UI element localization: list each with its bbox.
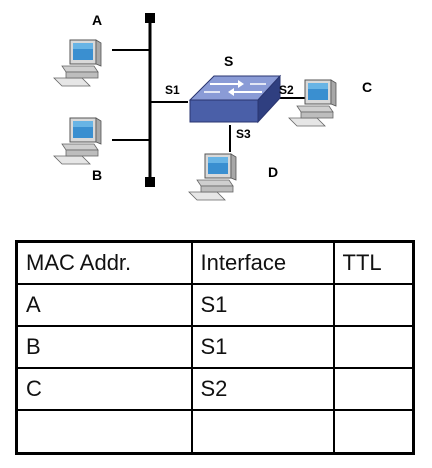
cell-mac [15, 409, 193, 455]
cell-ttl [332, 367, 415, 411]
cell-ttl [332, 409, 415, 455]
table-row [15, 409, 415, 455]
cell-mac: B [15, 325, 193, 369]
cell-mac: A [15, 283, 193, 327]
computer-c-icon [288, 79, 337, 127]
switch-label: S [224, 53, 233, 69]
header-mac-addr: MAC Addr. [15, 240, 193, 285]
port-label-s3: S3 [236, 127, 251, 141]
mac-address-table: MAC Addr. Interface TTL A S1 B S1 C S2 [15, 240, 415, 455]
cell-interface: S1 [190, 325, 335, 369]
header-ttl: TTL [332, 240, 415, 285]
header-interface: Interface [190, 240, 335, 285]
table-row: A S1 [15, 283, 415, 327]
switch-icon [188, 74, 282, 124]
cell-interface [190, 409, 335, 455]
host-label-a: A [92, 12, 102, 28]
table-row: B S1 [15, 325, 415, 369]
cell-ttl [332, 283, 415, 327]
computer-a-icon [53, 39, 102, 87]
host-label-c: C [362, 79, 372, 95]
computer-b-icon [53, 117, 102, 165]
bus-terminator-bottom [145, 177, 155, 187]
table-row: C S2 [15, 367, 415, 411]
host-label-d: D [268, 164, 278, 180]
port-label-s1: S1 [165, 83, 180, 97]
cell-mac: C [15, 367, 193, 411]
computer-d-icon [188, 153, 237, 201]
cell-ttl [332, 325, 415, 369]
table-header-row: MAC Addr. Interface TTL [15, 240, 415, 285]
bus-terminator-top [145, 13, 155, 23]
cell-interface: S1 [190, 283, 335, 327]
host-label-b: B [92, 167, 102, 183]
port-label-s2: S2 [279, 83, 294, 97]
cell-interface: S2 [190, 367, 335, 411]
network-diagram: A B C D S S1 S2 S3 [53, 12, 372, 201]
